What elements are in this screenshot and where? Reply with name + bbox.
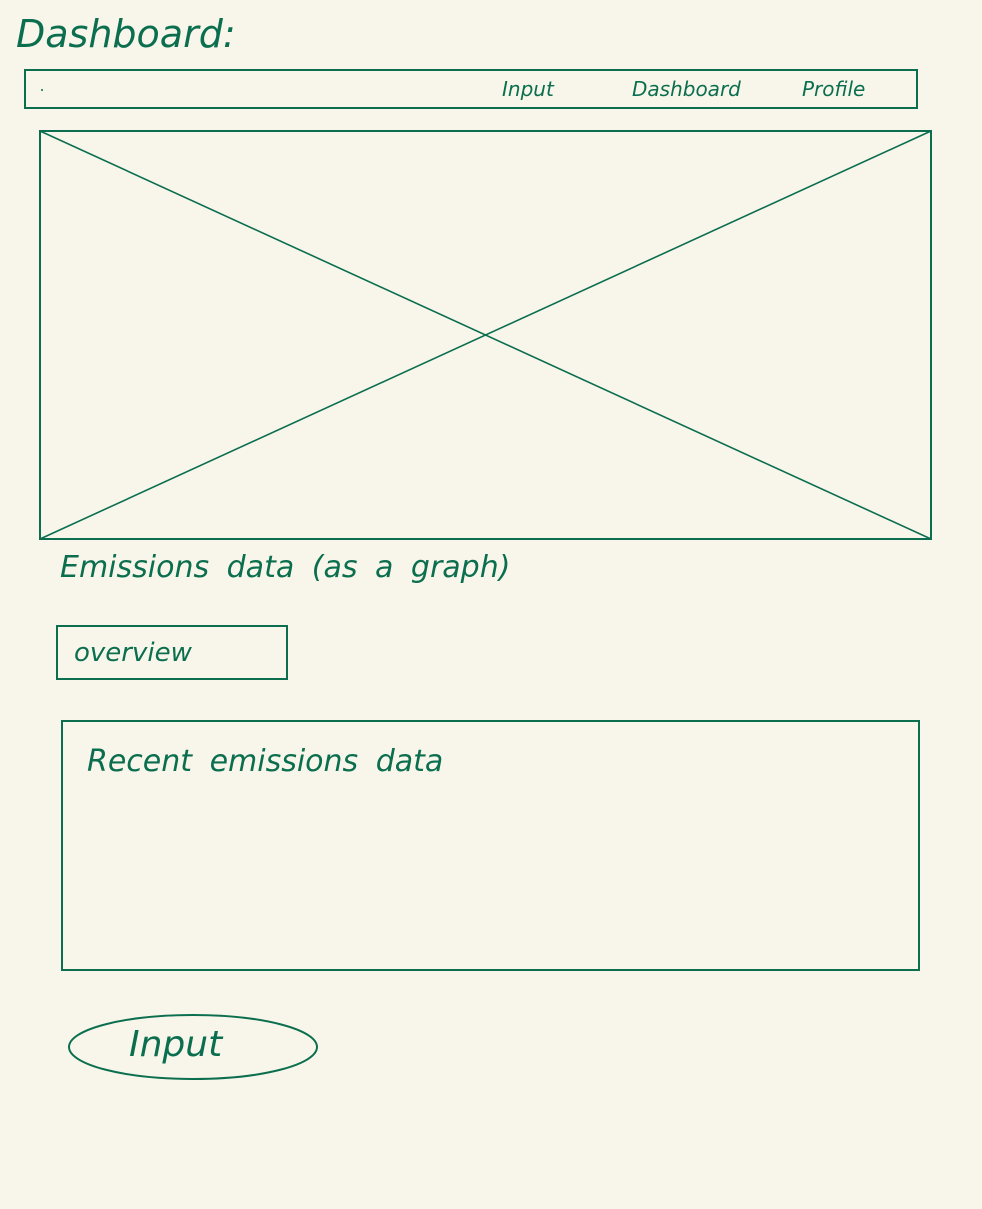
graph-caption: Emissions data (as a graph)	[60, 550, 511, 585]
nav-item-input[interactable]: Input	[502, 77, 554, 101]
recent-emissions-title: Recent emissions data	[87, 744, 444, 779]
nav-dot-mark	[41, 89, 43, 91]
emissions-graph-placeholder	[39, 130, 932, 540]
page-title: Dashboard:	[16, 12, 236, 56]
overview-button[interactable]: overview	[56, 625, 288, 680]
graph-placeholder-diagonal	[39, 130, 932, 540]
overview-label: overview	[74, 638, 192, 668]
top-nav-bar: Input Dashboard Profile	[24, 69, 918, 109]
nav-item-dashboard[interactable]: Dashboard	[632, 77, 741, 101]
nav-item-profile[interactable]: Profile	[802, 77, 866, 101]
input-button-ellipse	[68, 1014, 318, 1080]
input-button[interactable]: Input	[67, 1013, 319, 1081]
recent-emissions-panel: Recent emissions data	[61, 720, 920, 971]
graph-placeholder-frame	[39, 130, 932, 540]
input-button-label: Input	[129, 1024, 223, 1065]
input-button-outline	[68, 1014, 318, 1080]
